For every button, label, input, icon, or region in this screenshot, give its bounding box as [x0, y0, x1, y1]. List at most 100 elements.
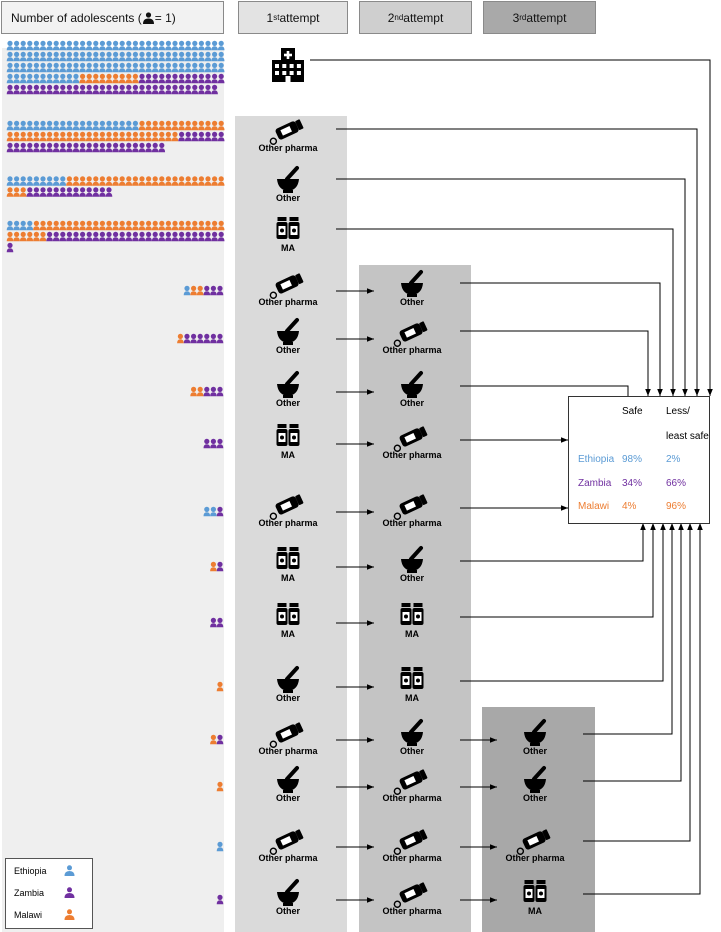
person-icon — [92, 62, 100, 73]
person-icon — [85, 120, 93, 131]
node-label: Other pharma — [258, 518, 318, 528]
person-icon — [105, 84, 113, 95]
attempt-node: Other pharma — [382, 321, 443, 355]
person-icon — [105, 220, 113, 231]
person-icon — [216, 781, 224, 792]
person-icon — [132, 62, 139, 73]
person-icon — [92, 231, 100, 242]
person-icon — [64, 887, 75, 898]
person-icon — [145, 51, 152, 62]
person-icon — [105, 142, 113, 153]
pill-bottle-icon — [393, 769, 428, 795]
person-icon — [171, 131, 179, 142]
adolescent-group — [216, 681, 224, 692]
person-icon — [183, 333, 191, 344]
person-icon — [33, 220, 40, 231]
person-icon — [112, 84, 119, 95]
mortar-pestle-icon — [277, 766, 299, 793]
person-icon — [138, 73, 146, 84]
person-icon — [138, 40, 146, 51]
person-icon — [145, 84, 152, 95]
person-icon — [19, 231, 27, 242]
person-icon — [99, 131, 106, 142]
person-icon — [13, 40, 20, 51]
person-icon — [138, 120, 146, 131]
person-icon — [26, 176, 34, 186]
person-icon — [151, 51, 159, 62]
person-icon — [138, 176, 146, 186]
flow-arrow — [336, 228, 676, 396]
person-icon — [216, 438, 224, 449]
person-icon — [132, 51, 139, 62]
person-icon — [217, 62, 225, 73]
person-icon — [145, 40, 152, 51]
person-icon — [210, 734, 217, 745]
pill-bottle-icon — [393, 321, 428, 347]
person-icon — [217, 120, 225, 131]
person-icon — [92, 84, 100, 95]
person-icon — [72, 51, 80, 62]
person-icon — [59, 120, 67, 131]
person-icon — [19, 62, 27, 73]
pill-bottle-icon — [269, 273, 304, 299]
node-label: Other — [400, 573, 425, 583]
attempt-node: MA — [523, 880, 547, 916]
node-label: Other pharma — [382, 853, 442, 863]
person-icon — [99, 40, 106, 51]
person-icon — [85, 84, 93, 95]
person-icon — [158, 142, 166, 153]
person-icon — [165, 51, 172, 62]
person-icon — [66, 142, 73, 153]
person-icon — [138, 131, 146, 142]
person-icon — [165, 62, 172, 73]
person-icon — [165, 131, 172, 142]
person-icon — [184, 40, 192, 51]
person-icon — [33, 176, 40, 186]
person-icon — [33, 84, 40, 95]
row-malawi-country: Malawi — [578, 501, 610, 512]
node-label: Other — [400, 746, 425, 756]
adolescent-group — [210, 561, 224, 572]
person-icon — [79, 40, 86, 51]
node-label: MA — [281, 573, 295, 583]
person-icon — [46, 131, 53, 142]
row-ethiopia-country: Ethiopia — [578, 454, 615, 465]
medication-bottles-icon — [400, 667, 424, 689]
person-icon — [211, 40, 218, 51]
person-icon — [13, 220, 20, 231]
person-icon — [33, 120, 40, 131]
person-icon — [33, 231, 40, 242]
pill-bottle-icon — [269, 119, 304, 145]
person-icon — [158, 120, 166, 131]
person-icon — [198, 62, 205, 73]
person-icon — [132, 142, 139, 153]
person-icon — [190, 386, 197, 397]
person-icon — [26, 73, 34, 84]
medication-bottles-icon — [276, 547, 300, 569]
header-unit: = 1) — [154, 10, 176, 25]
person-icon — [79, 176, 86, 186]
person-icon — [210, 506, 217, 517]
person-icon — [132, 220, 139, 231]
person-icon — [198, 84, 205, 95]
person-icon — [198, 73, 205, 84]
flow-arrow — [460, 523, 666, 682]
person-icon — [33, 51, 40, 62]
person-icon — [191, 231, 199, 242]
person-icon — [19, 220, 27, 231]
person-icon — [125, 231, 133, 242]
legend-item-malawi: Malawi — [14, 909, 75, 920]
legend-item-ethiopia: Ethiopia — [14, 865, 75, 876]
node-label: Other — [276, 345, 301, 355]
person-icon — [6, 73, 14, 84]
person-icon — [118, 40, 126, 51]
person-icon — [211, 51, 218, 62]
country-legend: Ethiopia Zambia Malawi — [5, 858, 93, 929]
person-icon — [217, 40, 225, 51]
person-icon — [217, 131, 225, 142]
node-label: Other — [276, 793, 301, 803]
person-icon — [39, 176, 47, 186]
person-icon — [125, 131, 133, 142]
person-icon — [132, 40, 139, 51]
